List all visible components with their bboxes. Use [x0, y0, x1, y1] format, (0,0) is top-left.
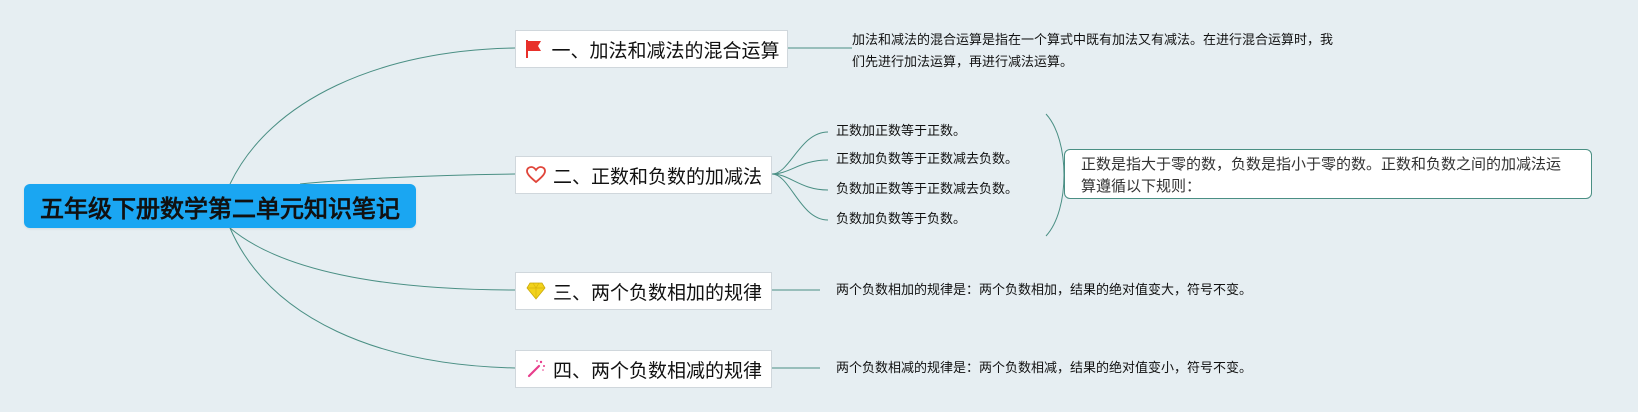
branch-3-leaf-1: 两个负数相加的规律是：两个负数相加，结果的绝对值变大，符号不变。 — [836, 280, 1252, 302]
branch-4[interactable]: 四、两个负数相减的规律 — [515, 350, 772, 388]
branch-2-leaf-3-text: 负数加正数等于正数减去负数。 — [836, 182, 1019, 197]
branch-2[interactable]: 二、正数和负数的加减法 — [515, 156, 772, 194]
connector-branch-2-leaf-4 — [771, 173, 829, 221]
root-topic-label: 五年级下册数学第二单元知识笔记 — [40, 194, 400, 223]
branch-2-leaf-2-text: 正数加负数等于正数减去负数。 — [836, 152, 1019, 167]
branch-2-leaf-1-text: 正数加正数等于正数。 — [836, 124, 967, 139]
branch-1-leaf-1: 加法和减法的混合运算是指在一个算式中既有加法又有减法。在进行混合运算时，我们先进… — [852, 30, 1342, 74]
branch-4-leaf-text: 两个负数相减的规律是：两个负数相减，结果的绝对值变小，符号不变。 — [836, 361, 1253, 376]
branch-1-label: 一、加法和减法的混合运算 — [551, 39, 780, 62]
summary-text: 正数是指大于零的数，负数是指小于零的数。正数和负数之间的加减法运算遵循以下规则： — [1081, 155, 1562, 195]
branch-2-leaf-2: 正数加负数等于正数减去负数。 — [836, 149, 1018, 171]
diamond-icon — [525, 280, 547, 302]
connector-root-branch-3 — [229, 227, 516, 291]
red-flag-icon — [523, 38, 545, 60]
connector-root-branch-2 — [299, 173, 516, 185]
branch-3-label: 三、两个负数相加的规律 — [552, 281, 762, 304]
branch-2-leaf-1: 正数加正数等于正数。 — [836, 121, 966, 143]
branch-2-leaf-3: 负数加正数等于正数减去负数。 — [836, 179, 1018, 201]
connector-branch-2-leaf-1 — [771, 131, 829, 175]
connector-root-branch-1 — [229, 47, 516, 185]
branch-4-leaf-1: 两个负数相减的规律是：两个负数相减，结果的绝对值变小，符号不变。 — [836, 358, 1252, 380]
branch-3[interactable]: 三、两个负数相加的规律 — [515, 272, 772, 310]
connector-branch-2-leaf-2 — [771, 159, 829, 175]
branch-2-label: 二、正数和负数的加减法 — [552, 165, 762, 188]
branch-3-leaf-text: 两个负数相加的规律是：两个负数相加，结果的绝对值变大，符号不变。 — [836, 283, 1253, 298]
connector-root-branch-4 — [229, 227, 516, 369]
branch-2-leaf-4: 负数加负数等于负数。 — [836, 209, 966, 231]
magic-wand-icon — [525, 358, 547, 380]
summary-box[interactable]: 正数是指大于零的数，负数是指小于零的数。正数和负数之间的加减法运算遵循以下规则： — [1064, 149, 1592, 199]
branch-1[interactable]: 一、加法和减法的混合运算 — [515, 30, 788, 68]
connector-branch-2-leaf-3 — [771, 173, 829, 191]
summary-brace — [1045, 113, 1065, 237]
root-topic[interactable]: 五年级下册数学第二单元知识笔记 — [24, 184, 416, 228]
branch-4-label: 四、两个负数相减的规律 — [552, 359, 762, 382]
branch-1-leaf-text: 加法和减法的混合运算是指在一个算式中既有加法又有减法。在进行混合运算时，我们先进… — [852, 33, 1334, 70]
heart-icon — [525, 164, 547, 186]
branch-2-leaf-4-text: 负数加负数等于负数。 — [836, 212, 967, 227]
